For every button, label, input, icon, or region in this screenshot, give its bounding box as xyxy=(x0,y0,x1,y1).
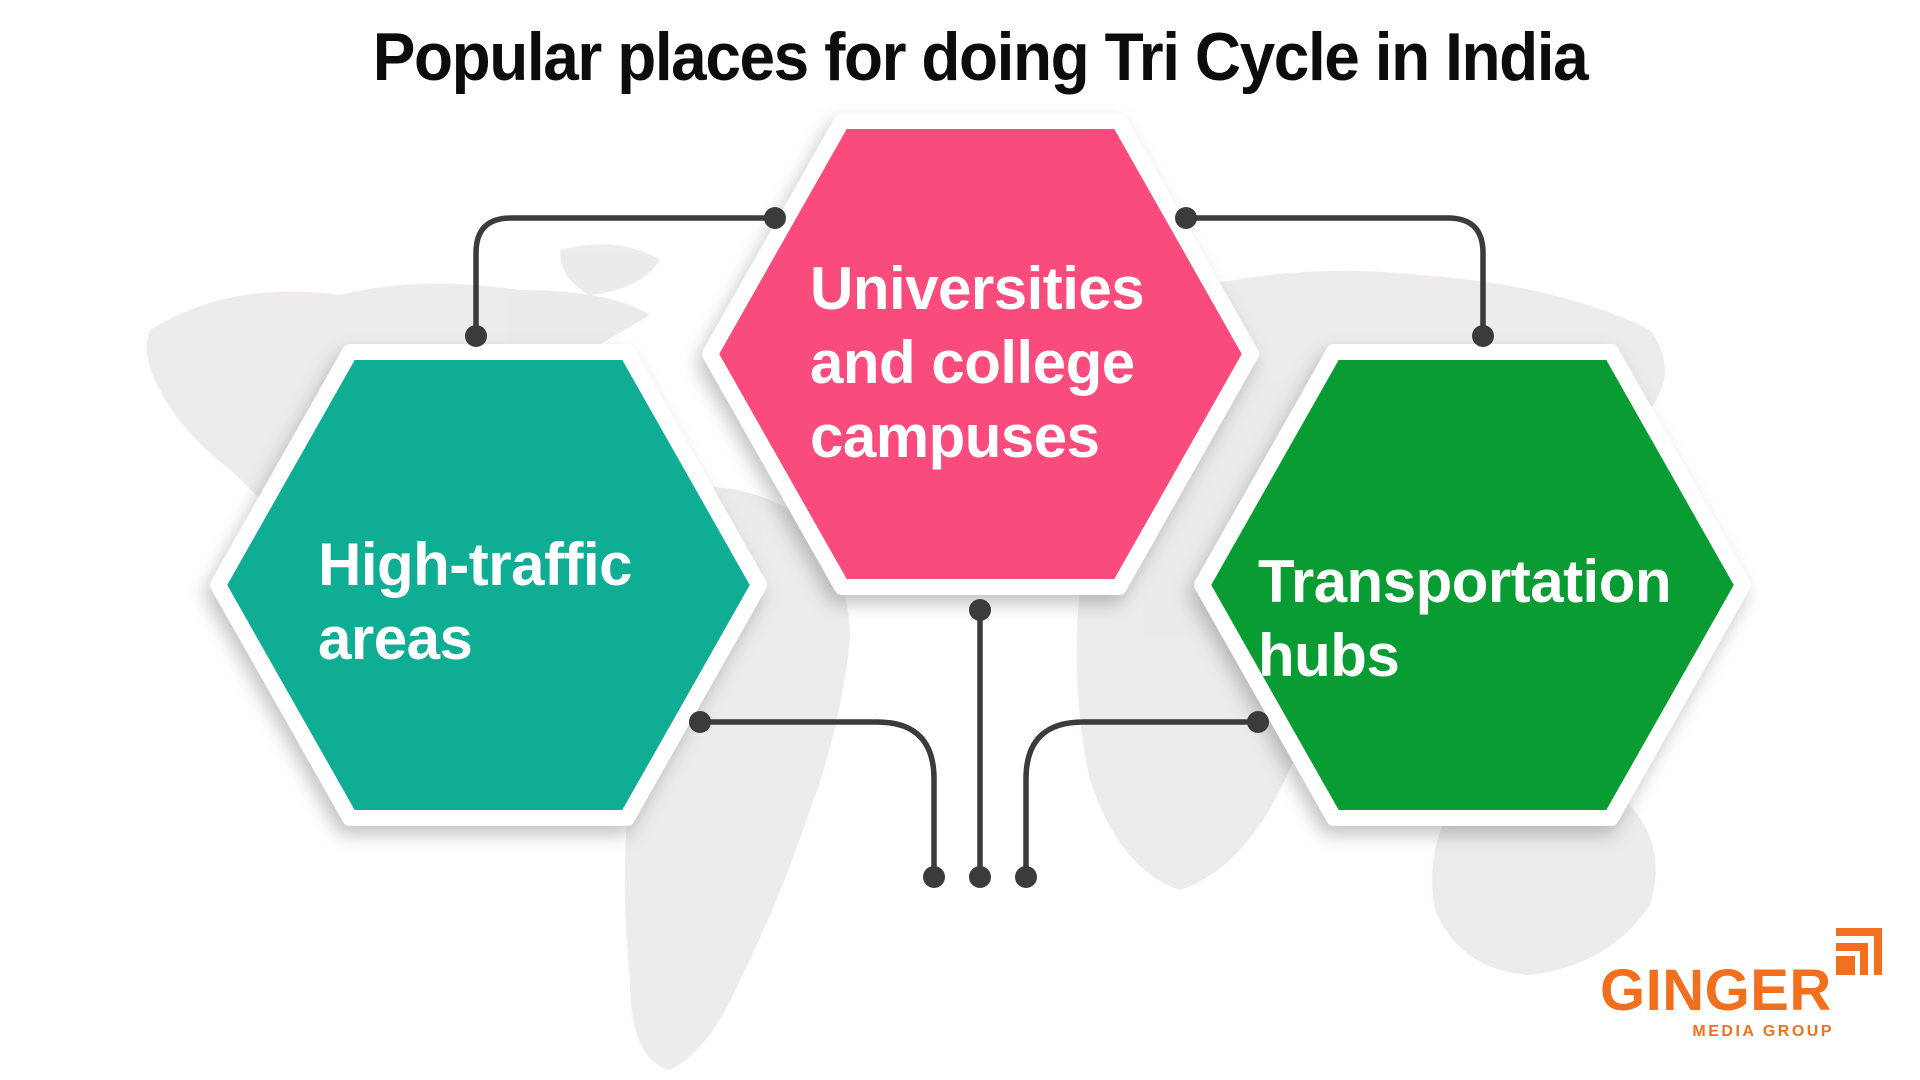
dot-right-bottom-end xyxy=(1472,325,1494,347)
dot-center-top xyxy=(969,599,991,621)
logo-mark-middle-angle xyxy=(1836,943,1868,975)
map-greenland xyxy=(560,244,660,295)
connector-right-top xyxy=(1183,215,1486,339)
label-line: High-traffic xyxy=(318,531,632,598)
map-australia xyxy=(1432,785,1656,975)
dot-left-top-end xyxy=(764,207,786,229)
dot-right-top-end xyxy=(1175,207,1197,229)
hexagon-high-traffic xyxy=(210,344,767,826)
connector-left-top xyxy=(473,215,778,339)
dot-bottomright-end xyxy=(1015,866,1037,888)
brand-logo-subtitle: MEDIA GROUP xyxy=(1692,1023,1834,1040)
label-line: campuses xyxy=(810,403,1100,470)
connector-dots xyxy=(465,207,1494,888)
hexagon-universities xyxy=(702,113,1259,595)
hexagon-label-transportation: Transportation hubs xyxy=(1258,545,1672,693)
label-line: Transportation xyxy=(1258,548,1672,615)
brand-logo: GINGER MEDIA GROUP xyxy=(1600,928,1900,1058)
dot-bottomleft-start xyxy=(689,711,711,733)
label-line: areas xyxy=(318,605,473,672)
dot-left-bottom-end xyxy=(465,325,487,347)
connector-lines xyxy=(473,215,1486,880)
logo-mark-outer-angle xyxy=(1836,928,1882,975)
hexagon-label-high-traffic: High-traffic areas xyxy=(318,528,632,676)
connector-bottom-right xyxy=(1023,719,1261,880)
hexagon-transportation xyxy=(1194,344,1751,826)
brand-logo-name: GINGER xyxy=(1600,958,1832,1023)
label-line: and college xyxy=(810,329,1135,396)
hexagon-shapes xyxy=(210,113,1751,826)
hexagon-label-universities: Universities and college campuses xyxy=(810,252,1145,474)
page-title: Popular places for doing Tri Cycle in In… xyxy=(372,19,1589,95)
label-line: hubs xyxy=(1258,622,1400,689)
logo-mark-square xyxy=(1836,956,1855,975)
dot-bottomleft-end xyxy=(923,866,945,888)
connector-bottom-left xyxy=(697,719,937,880)
dot-bottomright-start xyxy=(1247,711,1269,733)
label-line: Universities xyxy=(810,255,1145,322)
brand-logo-mark-icon xyxy=(1836,928,1882,975)
dot-center-bottom xyxy=(969,866,991,888)
